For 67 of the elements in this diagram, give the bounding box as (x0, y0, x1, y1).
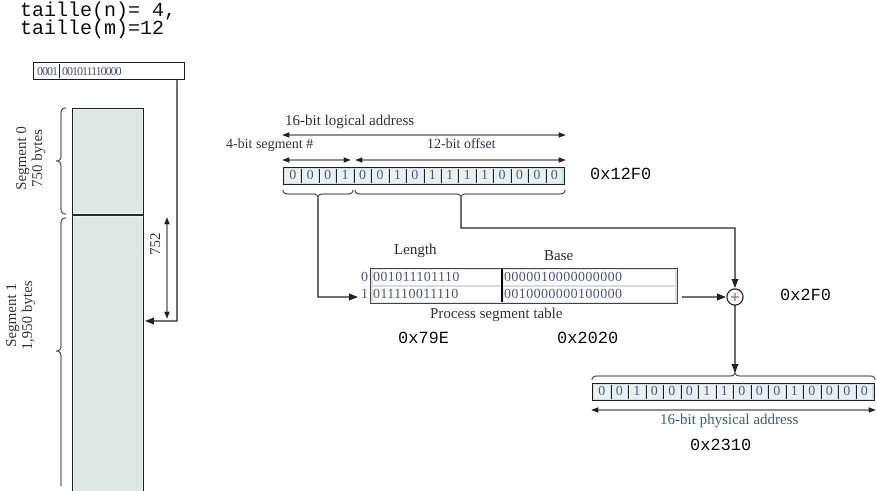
bit-digit: 0 (594, 385, 610, 399)
address-box (33, 62, 185, 80)
dimension-label: 4-bit segment # (226, 137, 314, 153)
bit-digit: 1 (698, 385, 714, 399)
bit-digit: 0 (680, 385, 697, 399)
bit-digit: 0 (733, 385, 750, 399)
memory-segment-block (72, 215, 144, 491)
bit-digit: 0 (528, 169, 545, 183)
bit-digit: 1 (716, 385, 732, 399)
bit-digit: 0 (856, 385, 872, 399)
table-cell: 011110011110 (373, 287, 501, 302)
address-bits: 0001 (36, 64, 58, 78)
bit-digit: 1 (786, 385, 802, 399)
bit-digit: 0 (354, 169, 370, 183)
bit-digit: 0 (371, 169, 388, 183)
arrow (317, 198, 358, 301)
bit-digit: 0 (301, 169, 318, 183)
hex-value: 0x2020 (557, 330, 618, 349)
bit-digit: 0 (646, 385, 662, 399)
bit-digit: 0 (820, 385, 837, 399)
segment-caption: Segment 0 750 bytes (14, 125, 46, 192)
bit-digit: 0 (803, 385, 820, 399)
bit-digit: 0 (546, 169, 562, 183)
dimension-label: 12-bit offset (427, 137, 496, 153)
column-header: Base (544, 248, 574, 265)
bit-digit: 0 (493, 169, 510, 183)
arrow (145, 80, 178, 325)
table-cell: 001011101110 (373, 270, 501, 285)
size-note: taille(m)=12 (20, 18, 164, 41)
hex-value: 0x2F0 (780, 287, 832, 306)
bit-digit: 0 (663, 385, 680, 399)
bit-digit: 1 (458, 169, 475, 183)
table-cell: 0010000000100000 (504, 287, 675, 302)
row-index: 1 (361, 287, 368, 303)
column-header: Length (394, 242, 436, 259)
address-bits: 001011110000 (59, 64, 123, 78)
bit-digit: 0 (768, 385, 784, 399)
hex-value: 0x79E (398, 330, 450, 349)
address-register (283, 167, 565, 185)
bit-digit: 1 (424, 169, 440, 183)
bit-digit: 1 (440, 169, 458, 183)
arrow (460, 198, 739, 288)
dimension-label: 16-bit logical address (285, 113, 414, 130)
bit-digit: 1 (388, 169, 406, 183)
dimension-label: 752 (148, 232, 165, 255)
arrow (731, 305, 739, 373)
table-cell: 0000010000000000 (504, 270, 675, 285)
dimension-label: 16-bit physical address (660, 412, 798, 429)
bit-digit: 1 (628, 385, 644, 399)
address-register (592, 383, 875, 401)
bit-digit: 0 (318, 169, 336, 183)
bit-digit: 0 (406, 169, 422, 183)
bit-digit: 0 (838, 385, 854, 399)
hex-value: 0x12F0 (590, 166, 652, 185)
row-index: 0 (361, 270, 368, 286)
bit-digit: 0 (610, 385, 627, 399)
arrow (682, 293, 726, 301)
adder-circle (726, 288, 744, 306)
bit-digit: 0 (285, 169, 300, 183)
bit-digit: 1 (476, 169, 492, 183)
bit-digit: 0 (510, 169, 528, 183)
table-caption: Process segment table (430, 306, 562, 323)
memory-segment-block (72, 108, 144, 215)
bit-digit: 1 (336, 169, 353, 183)
bit-digit: 0 (750, 385, 767, 399)
segment-caption: Segment 1 1,950 bytes (4, 279, 36, 352)
hex-value: 0x2310 (690, 437, 752, 456)
